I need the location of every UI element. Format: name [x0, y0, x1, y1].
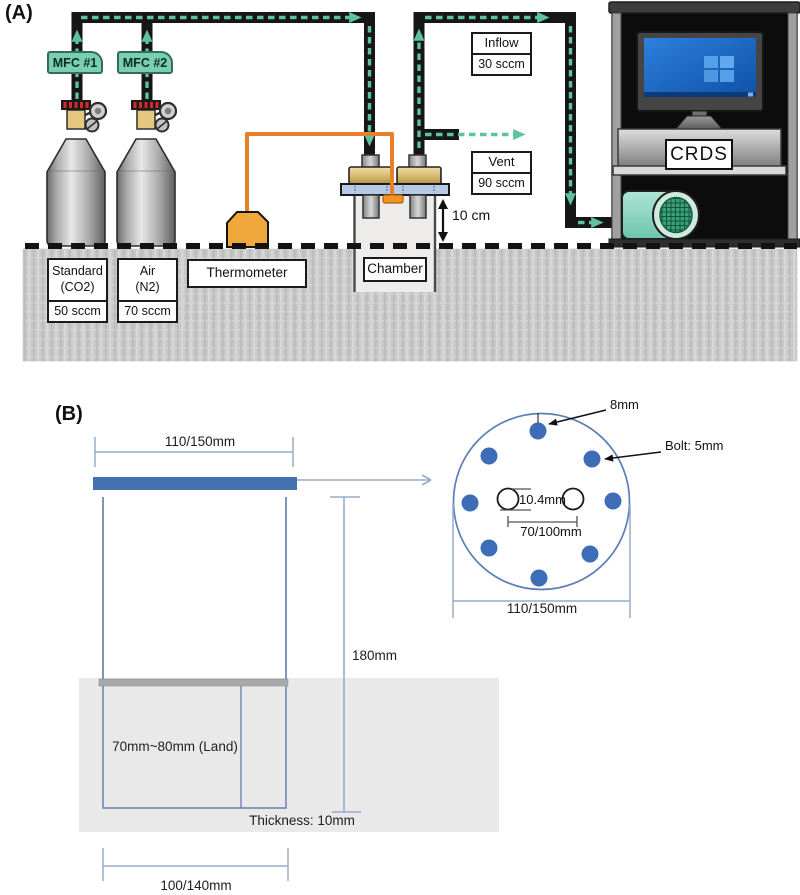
hole-diameter-text: 8mm [610, 397, 639, 412]
outlet-fitting [396, 166, 442, 185]
height-text: 180mm [352, 648, 397, 663]
lid-top-view: 110/150mm 10.4mm 70/100mm [452, 397, 724, 618]
port-spacing-dimension [507, 516, 578, 527]
thermometer-wire [245, 132, 394, 213]
air-cylinder-name: Air (N2) [135, 264, 160, 294]
inflow-title: Inflow [484, 35, 519, 51]
mfc2-label: MFC #2 [122, 55, 168, 70]
vent-label-box: Vent 90 sccm [471, 151, 532, 195]
panel-b-label: (B) [55, 403, 83, 425]
chamber-depth-label: 10 cm [452, 207, 491, 223]
panel-a-label: (A) [5, 2, 33, 24]
rack-rail-left [611, 12, 622, 240]
pump-mesh [659, 196, 693, 234]
lid-diameter-text: 110/150mm [507, 601, 577, 616]
thermometer-device [226, 211, 269, 248]
buried-chamber-section [102, 682, 287, 809]
thermometer-label-box: Thermometer [187, 259, 307, 288]
lid-diameter-dimension [452, 504, 631, 618]
bolt-callout-arrow [604, 451, 662, 462]
plate-to-topview-arrow [297, 474, 432, 486]
chamber-lid-plate [340, 183, 450, 196]
mfc1-label: MFC #1 [52, 55, 98, 70]
top-width-text: 110/150mm [165, 434, 235, 449]
inlet-fitting [348, 166, 394, 185]
inflow-value: 30 sccm [473, 53, 530, 74]
flow-direction-arrows [71, 12, 604, 228]
rack-rail-right [787, 12, 798, 240]
port-spacing-text: 70/100mm [520, 524, 581, 539]
panel-b-drawing: 110/150mm 70mm~80mm (Land) 180mm Thickne… [79, 397, 724, 893]
standard-cylinder-name: Standard (CO2) [52, 264, 103, 294]
chamber-label-box: Chamber [363, 257, 427, 282]
hole-callout-arrow [548, 409, 607, 426]
gas-cylinder-standard [46, 100, 108, 247]
port-hole-right [561, 487, 585, 511]
windows-logo [704, 56, 734, 82]
thickness-text: Thickness: 10mm [249, 813, 355, 828]
height-dimension [330, 496, 361, 813]
mfc1-box: MFC #1 [47, 51, 103, 74]
bolt-holes [461, 422, 622, 587]
monitor-screen [644, 38, 756, 97]
bottom-width-dimension [102, 848, 289, 881]
mfc2-box: MFC #2 [117, 51, 173, 74]
ground-collar-bar [98, 678, 289, 687]
top-width-dimension [94, 437, 294, 467]
top-plate-side-view [93, 477, 297, 490]
vent-title: Vent [488, 154, 515, 170]
air-cylinder-label-box: Air (N2) 70 sccm [117, 258, 178, 323]
standard-cylinder-flow: 50 sccm [49, 300, 106, 321]
vent-value: 90 sccm [473, 172, 530, 193]
crds-analyzer [608, 1, 800, 248]
inflow-label-box: Inflow 30 sccm [471, 32, 532, 76]
bolt-text: Bolt: 5mm [665, 438, 724, 453]
gas-cylinder-air [116, 100, 178, 247]
buried-depth-text: 70mm~80mm (Land) [112, 739, 238, 754]
standard-cylinder-label-box: Standard (CO2) 50 sccm [47, 258, 108, 323]
crds-label-box: CRDS [665, 139, 733, 170]
bottom-width-text: 100/140mm [160, 878, 231, 893]
port-hole-left [496, 487, 520, 511]
air-cylinder-flow: 70 sccm [119, 300, 176, 321]
taskbar [644, 92, 756, 97]
temperature-sensor [382, 194, 404, 204]
center-hole-text: 10.4mm [519, 492, 566, 507]
